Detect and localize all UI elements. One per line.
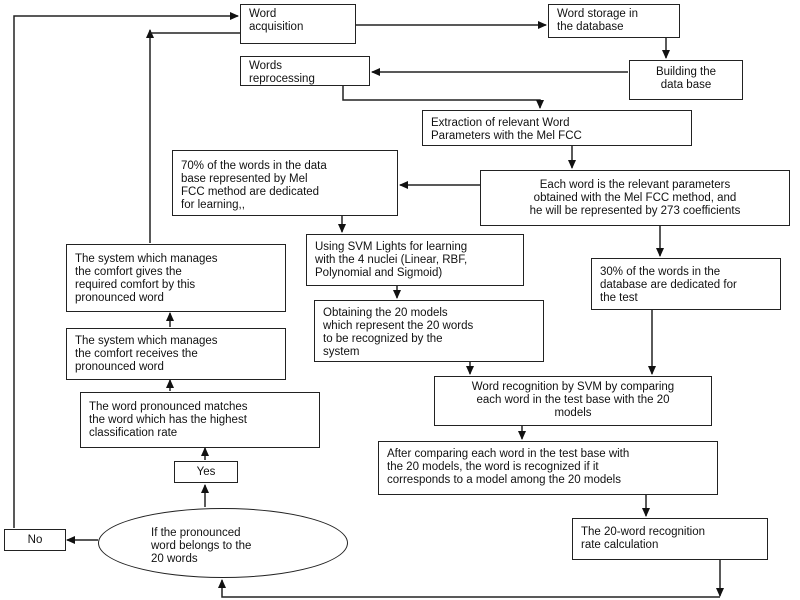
yes-label: Yes [174, 461, 238, 483]
node-building-database: Building the data base [629, 60, 743, 100]
node-obtaining-models: Obtaining the 20 models which represent … [314, 300, 544, 362]
node-gives-comfort: The system which manages the comfort giv… [66, 244, 286, 312]
no-label: No [4, 529, 66, 551]
node-each-word: Each word is the relevant parameters obt… [480, 170, 790, 226]
node-words-reprocessing: Words reprocessing [240, 56, 370, 86]
node-receives-word: The system which manages the comfort rec… [66, 328, 286, 380]
decision-ellipse: If the pronounced word belongs to the 20… [98, 508, 348, 578]
node-thirty-percent: 30% of the words in the database are ded… [591, 258, 781, 310]
node-after-comparing: After comparing each word in the test ba… [378, 441, 718, 495]
node-word-recognition-svm: Word recognition by SVM by comparing eac… [434, 376, 712, 426]
arrow-reprocessing-to-extraction [342, 84, 544, 109]
node-word-matches: The word pronounced matches the word whi… [80, 392, 320, 448]
node-seventy-percent: 70% of the words in the data base repres… [172, 150, 398, 216]
node-extraction: Extraction of relevant Word Parameters w… [422, 110, 692, 146]
node-word-acquisition: Word acquisition [240, 4, 356, 44]
bottom-return-line [218, 579, 720, 598]
node-svm-lights: Using SVM Lights for learning with the 4… [306, 234, 524, 286]
arrow-no-to-acquisition [13, 12, 239, 528]
node-rate-calculation: The 20-word recognition rate calculation [572, 518, 768, 560]
node-word-storage: Word storage in the database [548, 4, 680, 38]
